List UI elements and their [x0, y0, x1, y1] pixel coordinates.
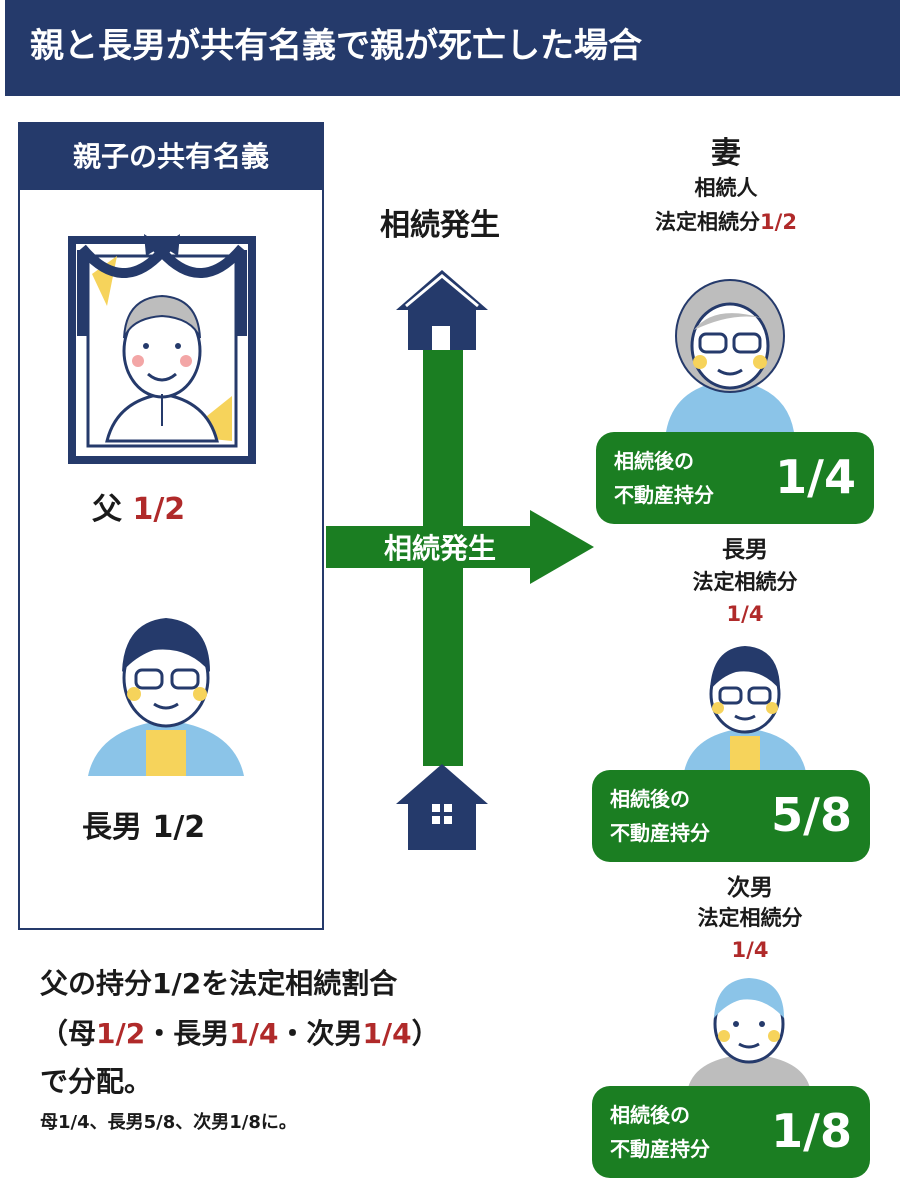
summary-note: 母1/4、長男5/8、次男1/8に。: [40, 1112, 297, 1133]
heir-second-card-value: 1/8: [771, 1104, 852, 1158]
son-share: 1/2: [152, 810, 206, 845]
wife-illustration: [666, 279, 794, 432]
father-share: 1/2: [132, 492, 186, 527]
title-banner: [5, 0, 900, 96]
father-memorial-portrait: [68, 234, 256, 464]
heir-eldest-card-value: 5/8: [771, 788, 852, 842]
heir-wife-share-card: 相続後の 不動産持分 1/4: [596, 432, 874, 524]
inheritance-event-label: 相続発生: [380, 208, 500, 243]
heir-eldest-legal-share: 1/4: [726, 602, 764, 626]
heir-second-legal-label: 法定相続分: [697, 906, 803, 930]
heir-wife-card-line2: 不動産持分: [614, 483, 714, 507]
summary-eldest-share: 1/4: [229, 1017, 279, 1050]
heir-wife-card-line1: 相続後の: [614, 449, 694, 473]
summary-line1: 父の持分1/2を法定相続割合: [40, 967, 398, 1000]
heir-wife-role: 相続人: [694, 176, 758, 200]
summary-open: （母: [40, 1017, 97, 1050]
heir-second-name: 次男: [727, 875, 773, 901]
heir-second-illustration: [688, 978, 810, 1088]
heir-eldest-card-line2: 不動産持分: [610, 821, 710, 845]
heir-eldest-name: 長男: [722, 537, 768, 563]
father-label: 父: [92, 492, 122, 527]
son-share-row: 長男 1/2: [82, 802, 205, 846]
summary-close: ）: [411, 1017, 440, 1050]
co-ownership-heading: 親子の共有名義: [20, 124, 322, 190]
summary-line3: で分配。: [40, 1065, 153, 1098]
heir-second-share-card: 相続後の 不動産持分 1/8: [592, 1086, 870, 1178]
summary-line2: （母1/2・長男1/4・次男1/4）: [40, 1012, 440, 1052]
summary-mother-share: 1/2: [96, 1017, 146, 1050]
heir-eldest-illustration: [684, 646, 806, 772]
summary-sep2: ・次男: [278, 1017, 363, 1050]
heir-wife-legal-label: 法定相続分: [655, 210, 761, 234]
heir-wife-card-value: 1/4: [775, 450, 856, 504]
heir-wife-name: 妻: [711, 136, 741, 171]
inheritance-arrow: [326, 510, 594, 584]
house-icon-bottom: [396, 764, 488, 850]
heir-eldest-card-line1: 相続後の: [610, 787, 690, 811]
heir-second-card-line2: 不動産持分: [610, 1137, 710, 1161]
house-icon-top: [396, 270, 488, 350]
summary-sep1: ・長男: [145, 1017, 230, 1050]
arrow-label: 相続発生: [383, 532, 496, 565]
son-label: 長男: [82, 810, 142, 845]
heir-eldest-legal-label: 法定相続分: [692, 570, 798, 594]
heir-wife-legal-share: 1/2: [760, 210, 797, 234]
heir-second-card-line1: 相続後の: [610, 1103, 690, 1127]
eldest-son-illustration: [88, 618, 244, 776]
page-title: 親と長男が共有名義で親が死亡した場合: [30, 26, 642, 66]
heir-second-legal-share: 1/4: [731, 938, 769, 962]
father-share-row: 父 1/2: [92, 484, 185, 528]
heir-wife-legal-row: 法定相続分1/2: [620, 206, 832, 236]
heir-eldest-share-card: 相続後の 不動産持分 5/8: [592, 770, 870, 862]
summary-second-share: 1/4: [362, 1017, 412, 1050]
